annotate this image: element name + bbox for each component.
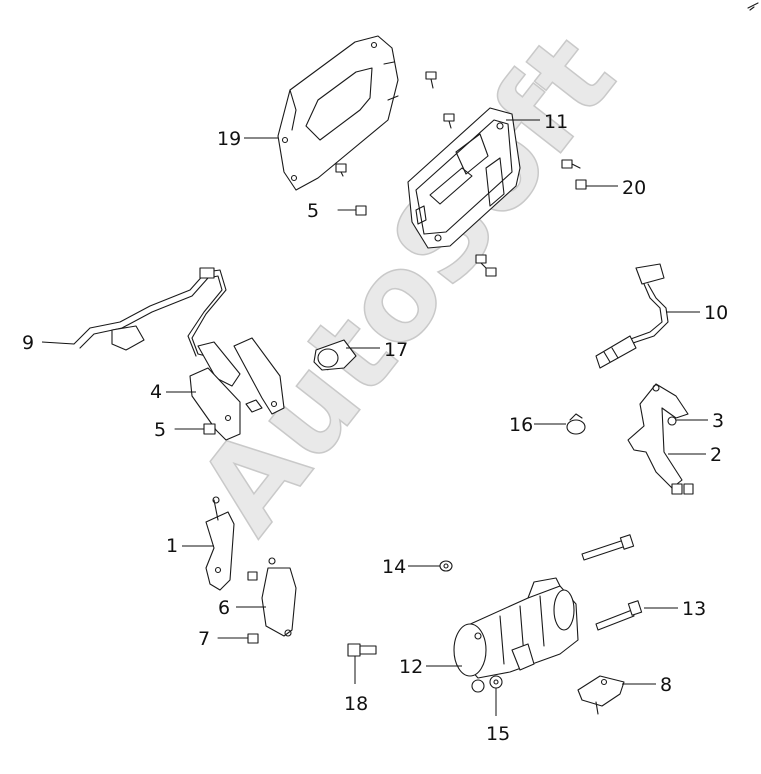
bolt-5-upper	[337, 205, 367, 216]
bolt-3	[667, 416, 677, 426]
bolt-7	[217, 633, 259, 644]
callout-3: 3	[712, 410, 724, 432]
callout-6: 6	[218, 597, 230, 619]
oxygen-sensor-downstream	[595, 263, 669, 369]
callout-8: 8	[660, 674, 672, 696]
bolt-20	[561, 159, 587, 190]
hose-clamp	[566, 413, 586, 435]
heat-shield	[247, 557, 297, 637]
callout-7: 7	[198, 628, 210, 650]
long-bolt-upper	[581, 534, 635, 561]
callout-10: 10	[704, 302, 728, 324]
callout-18: 18	[344, 693, 368, 715]
stud-18	[347, 643, 377, 657]
callout-11: 11	[544, 111, 568, 133]
bolt-top	[425, 71, 437, 89]
corner-mark	[747, 2, 759, 11]
long-bolt-13	[595, 600, 643, 631]
bolt-ecu-small	[443, 113, 455, 129]
callout-1: 1	[166, 535, 178, 557]
wiring-clip	[313, 339, 357, 371]
callout-9: 9	[22, 332, 34, 354]
ecu-bracket-plate	[277, 35, 399, 191]
callout-15: 15	[486, 723, 510, 745]
callout-16: 16	[509, 414, 533, 436]
callout-13: 13	[682, 598, 706, 620]
callout-5-lower: 5	[154, 419, 166, 441]
starter-motor	[453, 577, 579, 679]
bolt-5-lower	[174, 423, 216, 435]
nut-15	[471, 675, 503, 693]
sensor-bracket	[189, 337, 285, 441]
callout-5-upper: 5	[307, 200, 319, 222]
callout-12: 12	[399, 656, 423, 678]
callout-20: 20	[622, 177, 646, 199]
callout-14: 14	[382, 556, 406, 578]
bolt-plate	[335, 163, 347, 177]
oxygen-sensor-upstream	[73, 267, 241, 387]
nut-14	[439, 560, 453, 572]
callout-17: 17	[384, 339, 408, 361]
starter-bracket	[627, 383, 694, 495]
bolt-ecu-bottom	[475, 254, 497, 277]
callout-2: 2	[710, 444, 722, 466]
heat-shield-bracket	[205, 496, 235, 591]
sensor-mount-8	[577, 675, 625, 715]
watermark: AutoSoft	[171, 10, 641, 557]
callout-4: 4	[150, 381, 162, 403]
callout-19: 19	[217, 128, 241, 150]
engine-control-unit	[407, 107, 521, 249]
